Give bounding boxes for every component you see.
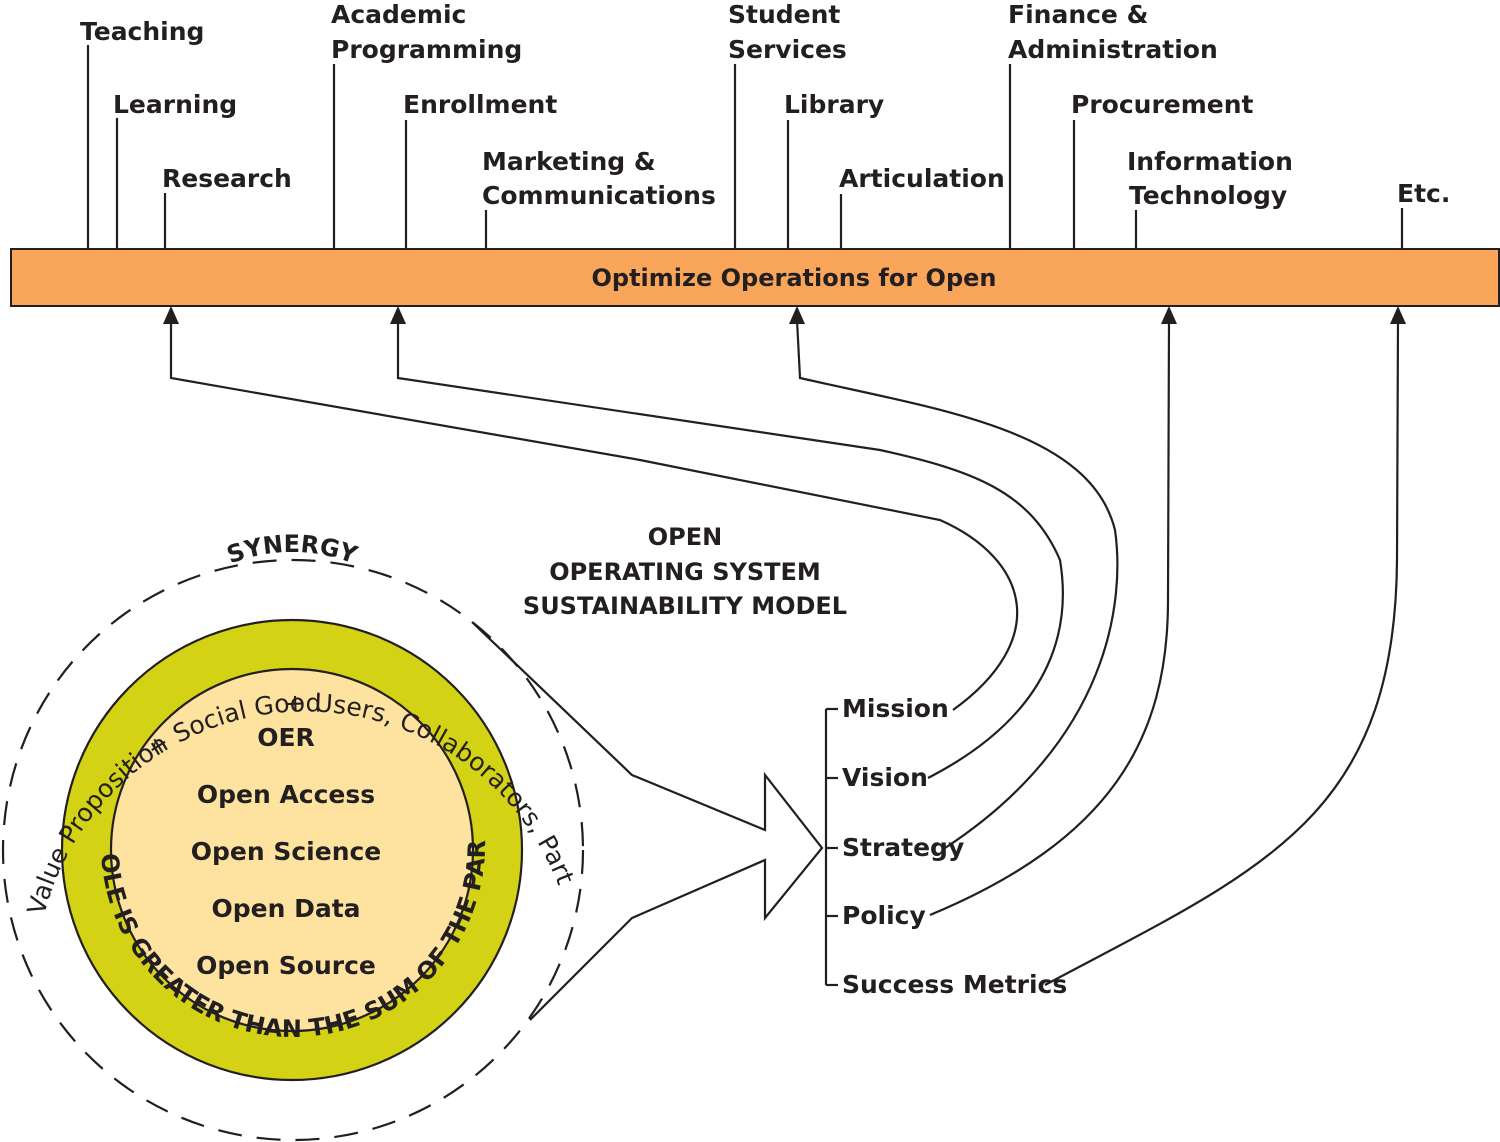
department-labels: Teaching Learning Research Academic Prog… [80,0,1450,210]
core-items: OER Open Access Open Science Open Data O… [191,723,382,980]
dept-procurement: Procurement [1071,90,1254,119]
dept-academic-programming-line2: Programming [331,35,522,64]
dept-etc: Etc. [1397,179,1450,208]
framework-success-metrics: Success Metrics [842,970,1067,999]
dept-finance-line2: Administration [1008,35,1218,64]
arrow-success-metrics [1044,319,1400,986]
dept-marketing-line2: Communications [482,181,716,210]
dept-marketing-line1: Marketing & [482,147,656,176]
dept-learning: Learning [113,90,237,119]
arrow-vision [396,320,1064,779]
dept-research: Research [162,164,292,193]
dept-academic-programming-line1: Academic [331,0,466,29]
model-title-line2: OPERATING SYSTEM [549,558,821,586]
synergy-text: SYNERGY [223,530,361,569]
dept-enrollment: Enrollment [403,90,557,119]
arrowhead-etc [1390,306,1406,324]
framework-labels: Mission Vision Strategy Policy Success M… [842,694,1067,999]
framework-policy: Policy [842,901,926,930]
outer-dashed-ring [1,558,585,1142]
arrowhead-enrollment [390,306,406,324]
dept-student-services-line2: Services [728,35,847,64]
core-item-open-data: Open Data [211,894,360,923]
dept-teaching: Teaching [80,17,204,46]
arrowhead-library [789,306,805,324]
dept-student-services-line1: Student [728,0,840,29]
flow-arrow [471,621,824,1021]
arrow-policy [929,319,1171,917]
model-title-line3: SUSTAINABILITY MODEL [523,592,847,620]
department-ticks [86,45,1404,249]
framework-bracket [824,707,838,987]
dept-it-line2: Technology [1129,181,1287,210]
arrow-strategy [795,319,1119,849]
core-item-open-access: Open Access [197,780,375,809]
dept-it-line1: Information [1127,147,1293,176]
framework-arrows [163,306,1406,986]
core-circle [109,667,475,1033]
framework-strategy: Strategy [842,833,964,862]
core-item-open-science: Open Science [191,837,382,866]
model-title-line1: OPEN [648,523,722,551]
dept-articulation: Articulation [839,164,1005,193]
dept-library: Library [784,90,884,119]
dept-finance-line1: Finance & [1008,0,1148,29]
framework-mission: Mission [842,694,949,723]
operations-bar [10,248,1500,307]
arrowhead-research [163,306,179,324]
operations-bar-label: Optimize Operations for Open [592,264,997,292]
arrow-mission [169,320,1019,711]
core-item-oer: OER [257,723,315,752]
framework-vision: Vision [842,763,928,792]
core-item-open-source: Open Source [196,951,376,980]
arrowhead-procurement [1161,306,1177,324]
model-title: OPEN OPERATING SYSTEM SUSTAINABILITY MOD… [523,523,847,620]
